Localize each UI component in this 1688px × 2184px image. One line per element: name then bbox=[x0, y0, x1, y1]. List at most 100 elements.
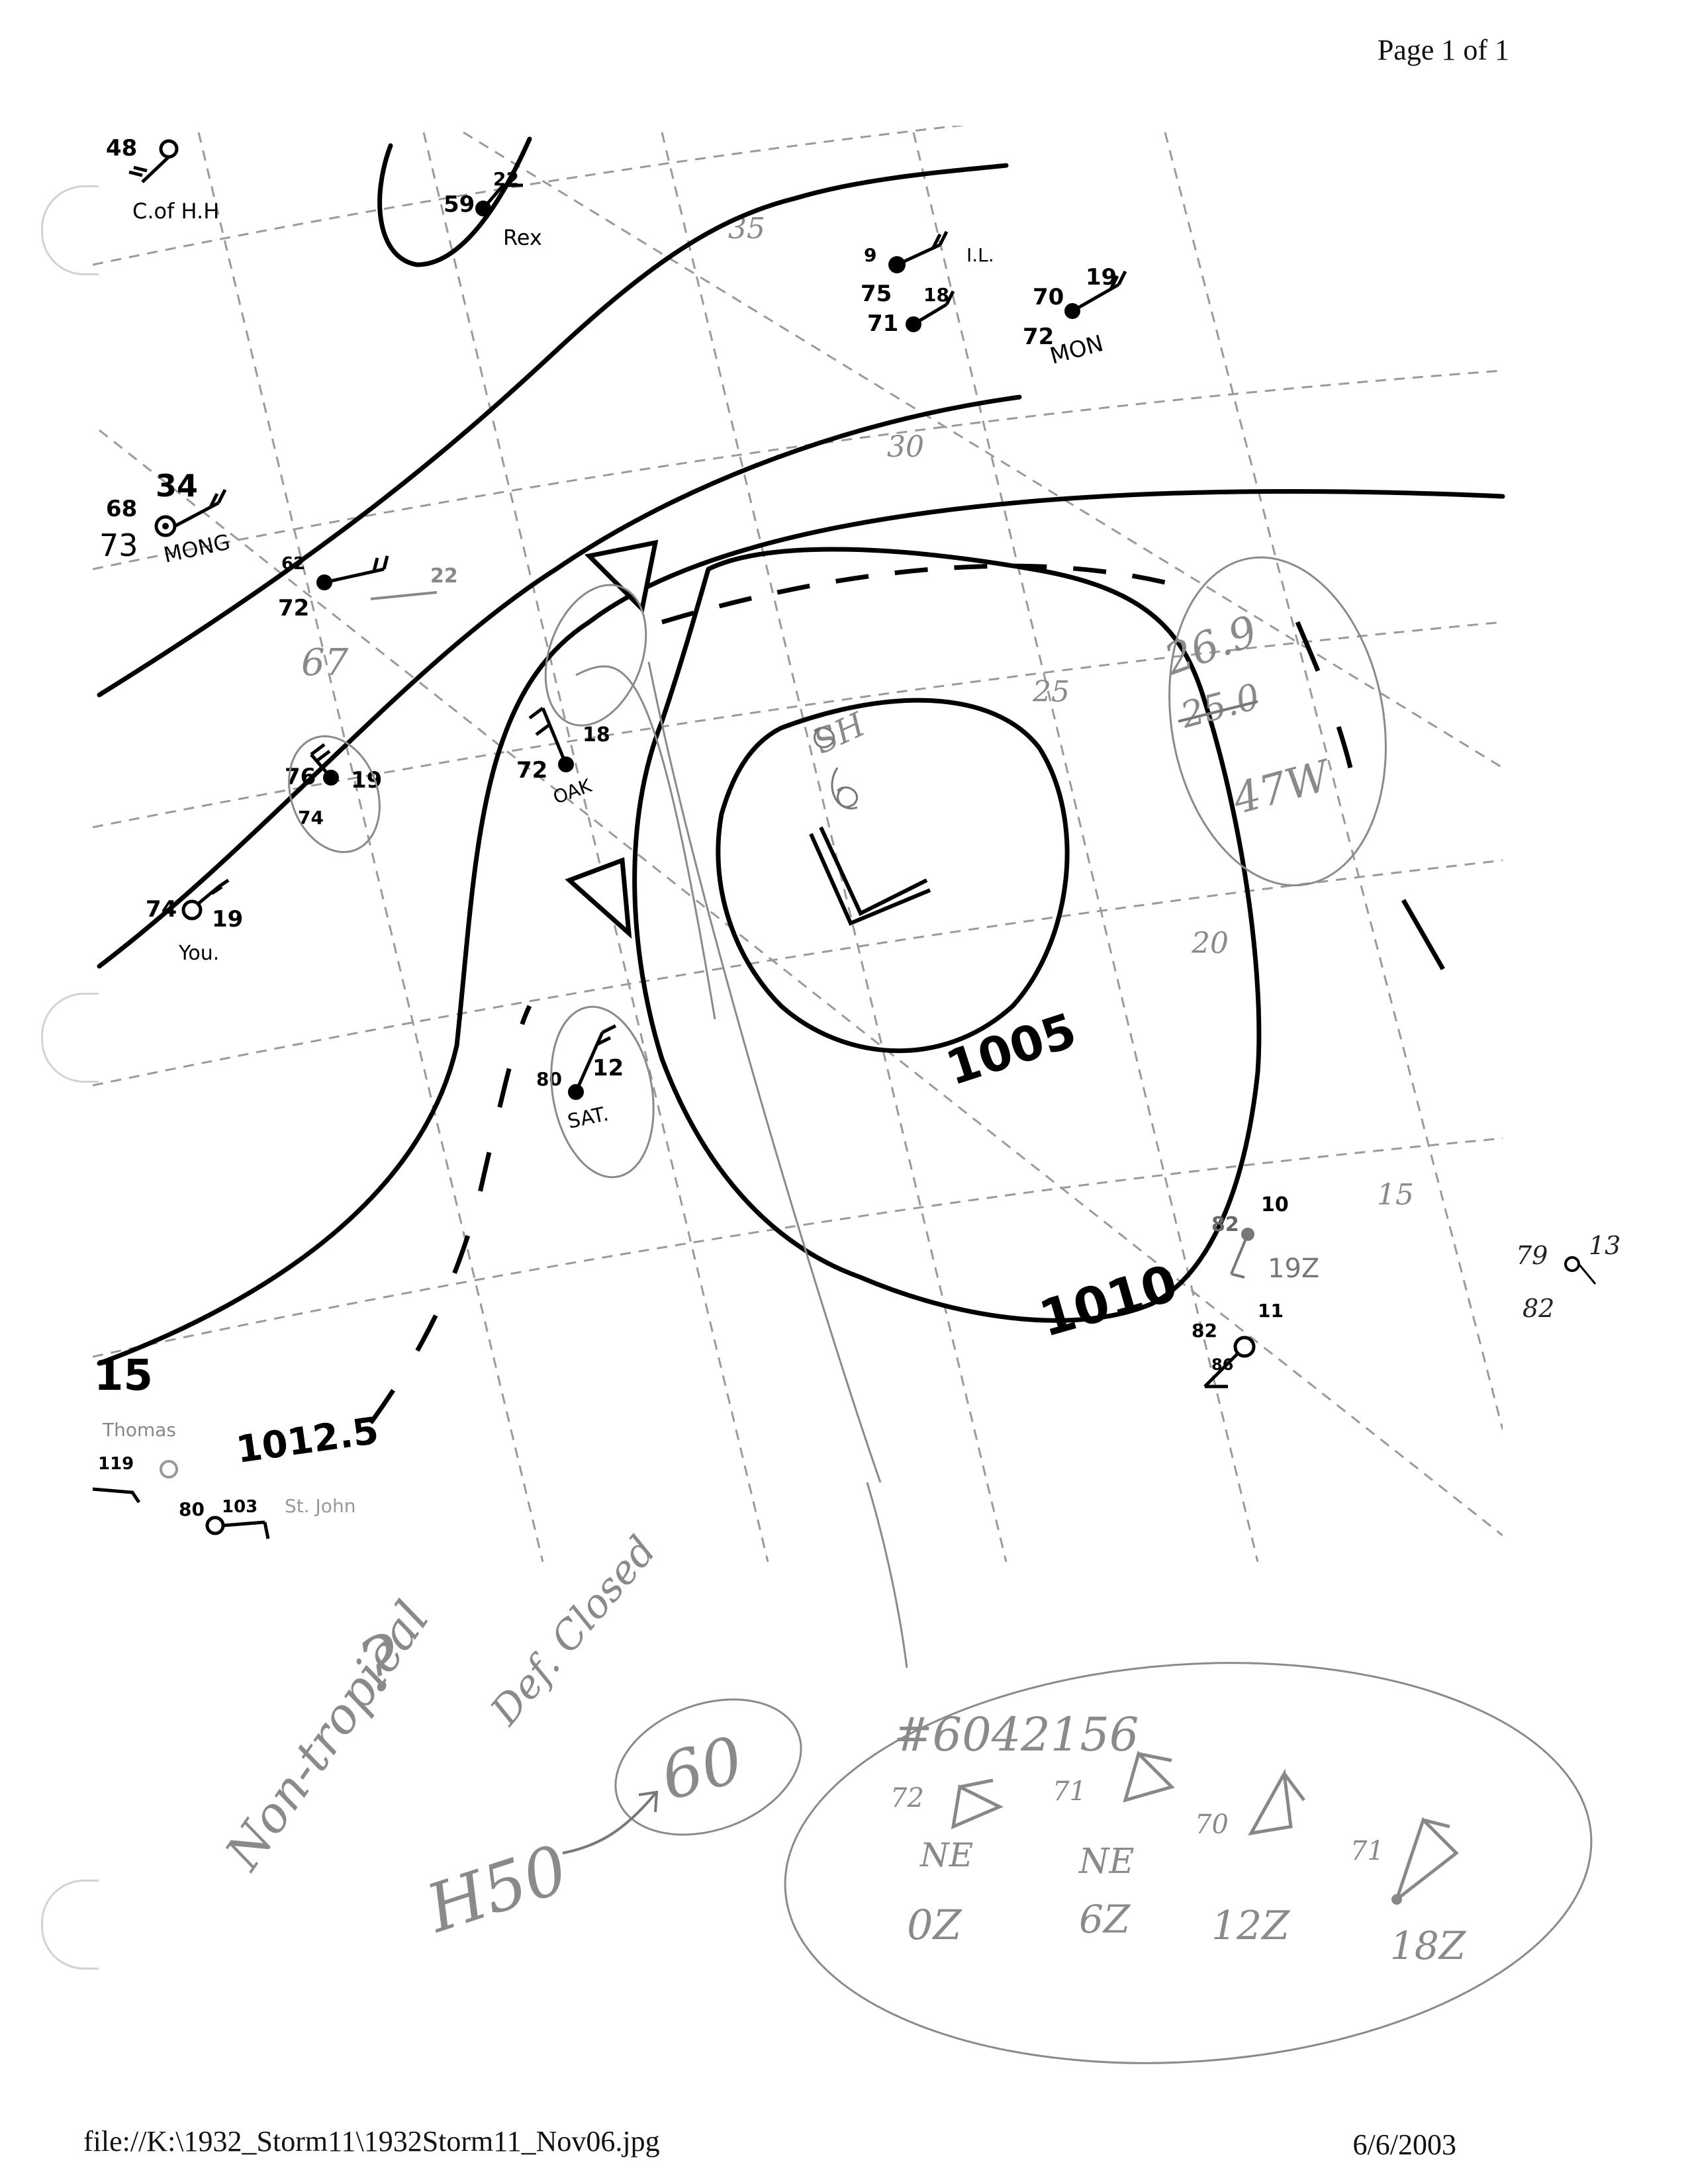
svg-text:NE: NE bbox=[919, 1836, 973, 1874]
latitude-label: 30 bbox=[887, 430, 924, 464]
latitude-label: 20 bbox=[1191, 927, 1229, 960]
svg-text:13: 13 bbox=[1589, 1231, 1620, 1260]
svg-text:74: 74 bbox=[146, 896, 177, 923]
svg-text:SAT.: SAT. bbox=[565, 1103, 610, 1134]
svg-text:72: 72 bbox=[890, 1783, 924, 1813]
svg-text:0Z: 0Z bbox=[907, 1901, 962, 1949]
ship-obs-2: 82 11 86 bbox=[1192, 1300, 1284, 1388]
spiral-symbol bbox=[813, 727, 859, 810]
station-mon: 70 19 72 MON bbox=[1023, 264, 1127, 370]
svg-text:MON: MON bbox=[1047, 330, 1106, 370]
svg-text:62: 62 bbox=[281, 554, 305, 574]
svg-text:18: 18 bbox=[923, 284, 949, 306]
isobar-1012-5 bbox=[97, 489, 1505, 1366]
isobar-outer bbox=[97, 163, 1009, 698]
pencil-notes: 67 SH 26.9 25.0 47W Non-tropical ? Def. … bbox=[214, 607, 1467, 1968]
isobar-label-15: 15 bbox=[94, 1351, 153, 1400]
isobar-label-1010: 1010 bbox=[1033, 1253, 1184, 1348]
pencil-temp-67: 67 bbox=[301, 641, 349, 684]
svg-text:I.L.: I.L. bbox=[966, 244, 994, 266]
svg-text:22: 22 bbox=[430, 565, 458, 588]
non-tropical-note: Non-tropical bbox=[214, 1591, 440, 1881]
isobars bbox=[97, 136, 1505, 1366]
front-symbols bbox=[565, 539, 659, 939]
svg-text:NE: NE bbox=[1078, 1842, 1135, 1882]
file-path-footer: file://K:\1932_Storm11\1932Storm11_Nov06… bbox=[83, 2125, 660, 2158]
position-lat: 26.9 bbox=[1158, 607, 1264, 686]
ship-wind-12z: 70 12Z bbox=[1195, 1768, 1305, 1949]
ship-wind-0z: 72 NE 0Z bbox=[890, 1778, 1004, 1949]
svg-text:72: 72 bbox=[516, 757, 547, 784]
svg-text:10: 10 bbox=[1261, 1193, 1289, 1216]
svg-text:72: 72 bbox=[278, 595, 309, 621]
svg-text:82: 82 bbox=[1192, 1320, 1217, 1342]
svg-text:48: 48 bbox=[106, 135, 137, 161]
svg-text:C.of H.H: C.of H.H bbox=[132, 199, 219, 224]
arrow-icon bbox=[562, 1790, 659, 1854]
ship-wind-18z: 71 18Z bbox=[1350, 1817, 1467, 1968]
svg-text:103: 103 bbox=[222, 1497, 258, 1517]
svg-text:75: 75 bbox=[861, 281, 892, 307]
isobar-1005 bbox=[716, 698, 1070, 1054]
svg-text:19: 19 bbox=[1086, 264, 1117, 291]
station-thomas: Thomas 119 bbox=[92, 1419, 178, 1504]
svg-text:71: 71 bbox=[1350, 1836, 1384, 1866]
svg-text:18Z: 18Z bbox=[1390, 1923, 1467, 1968]
svg-text:18: 18 bbox=[583, 723, 610, 747]
station-st-john: 80 103 St. John bbox=[179, 1495, 355, 1539]
station-sat: 80 12 SAT. bbox=[536, 1024, 624, 1134]
isobar-1012-north bbox=[97, 394, 1022, 969]
station-c-of-hh: 48 C.of H.H bbox=[106, 135, 219, 224]
isobar-north bbox=[377, 136, 532, 267]
svg-text:82: 82 bbox=[1211, 1213, 1239, 1236]
pencil-circles bbox=[288, 556, 1593, 2064]
svg-text:St. John: St. John bbox=[285, 1495, 355, 1517]
ship-id: #6042156 bbox=[894, 1707, 1139, 1762]
ship-obs-1: 82 10 19Z bbox=[1211, 1193, 1319, 1284]
print-date-footer: 6/6/2003 bbox=[1352, 2128, 1456, 2161]
svg-text:19: 19 bbox=[212, 906, 243, 933]
station-mong: 68 34 73 MONG bbox=[99, 468, 232, 568]
isobar-1010 bbox=[632, 547, 1262, 1323]
svg-text:12Z: 12Z bbox=[1211, 1903, 1290, 1949]
svg-text:Rex: Rex bbox=[503, 225, 542, 250]
svg-text:Thomas: Thomas bbox=[102, 1419, 176, 1441]
ship-wind-6z: 71 NE 6Z bbox=[1053, 1751, 1175, 1942]
svg-text:71: 71 bbox=[867, 310, 898, 337]
svg-text:12: 12 bbox=[592, 1055, 624, 1081]
sh-label: SH bbox=[808, 705, 872, 762]
svg-text:22: 22 bbox=[493, 168, 519, 190]
page-number-label: Page 1 of 1 bbox=[1377, 34, 1509, 66]
latitude-label: 25 bbox=[1032, 675, 1070, 709]
position-lon: 47W bbox=[1227, 751, 1338, 825]
svg-text:82: 82 bbox=[1523, 1294, 1554, 1323]
svg-text:MONG: MONG bbox=[162, 529, 232, 568]
svg-text:119: 119 bbox=[98, 1454, 134, 1474]
trough-lines bbox=[369, 563, 1466, 1425]
svg-text:You.: You. bbox=[178, 942, 219, 965]
svg-text:70: 70 bbox=[1033, 284, 1064, 310]
svg-text:68: 68 bbox=[106, 496, 137, 522]
h50-label: H50 bbox=[416, 1830, 577, 1948]
isobar-label-1012-5: 1012.5 bbox=[234, 1409, 381, 1471]
station-rex: 59 22 Rex bbox=[444, 168, 542, 250]
svg-text:80: 80 bbox=[179, 1498, 205, 1520]
svg-text:71: 71 bbox=[1053, 1776, 1086, 1807]
def-closed-note: Def. Closed bbox=[481, 1527, 665, 1734]
svg-text:6Z: 6Z bbox=[1079, 1897, 1131, 1942]
svg-text:80: 80 bbox=[536, 1068, 562, 1090]
svg-text:9: 9 bbox=[864, 244, 876, 266]
svg-text:72: 72 bbox=[1023, 324, 1054, 350]
svg-text:70: 70 bbox=[1195, 1809, 1229, 1840]
low-center-symbol bbox=[809, 826, 931, 926]
position-lat-struck: 25.0 bbox=[1176, 676, 1264, 737]
lat-lon-grid bbox=[93, 126, 1503, 1562]
svg-text:86: 86 bbox=[1211, 1355, 1233, 1374]
low-center-label: L bbox=[841, 939, 842, 940]
isobar-label-1005: 1005 bbox=[939, 1002, 1083, 1096]
ship-obs-3: 79 13 82 bbox=[1516, 1231, 1620, 1323]
svg-text:11: 11 bbox=[1258, 1300, 1284, 1322]
svg-text:34: 34 bbox=[156, 468, 198, 504]
station-unnamed-72: 72 62 22 bbox=[278, 554, 458, 621]
latitude-label: 15 bbox=[1377, 1178, 1414, 1212]
